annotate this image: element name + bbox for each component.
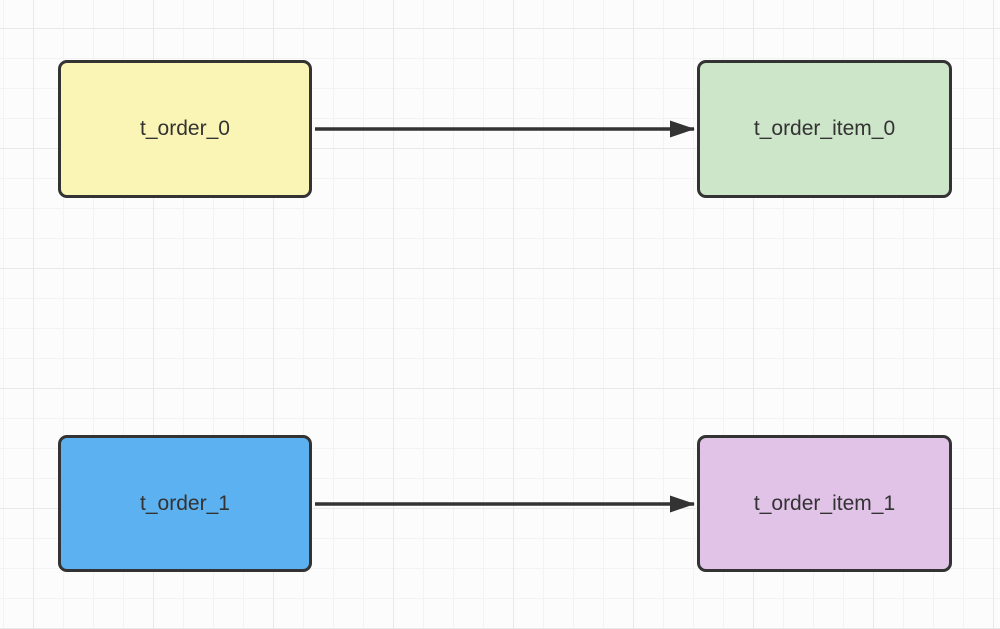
node-label-t-order-item-0: t_order_item_0	[753, 117, 896, 140]
node-label-t-order-1: t_order_1	[140, 491, 230, 515]
node-t-order-item-1[interactable]: t_order_item_1	[697, 435, 952, 572]
node-t-order-item-0[interactable]: t_order_item_0	[697, 60, 952, 198]
node-label-t-order-item-1: t_order_item_1	[753, 491, 896, 515]
node-t-order-1[interactable]: t_order_1	[58, 435, 312, 572]
node-t-order-0[interactable]: t_order_0	[58, 60, 312, 198]
node-label-t-order-0: t_order_0	[140, 117, 230, 140]
